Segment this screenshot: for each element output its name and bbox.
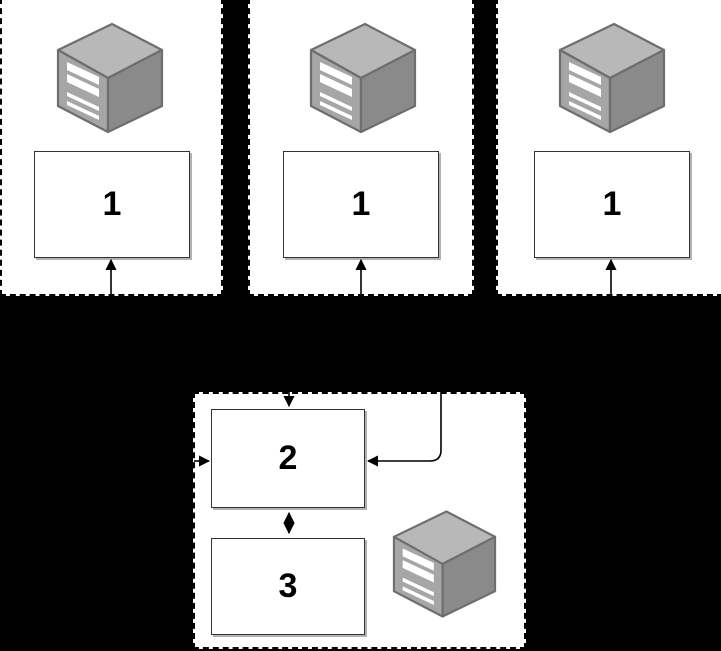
server-icon-left <box>56 22 164 134</box>
node-label: 3 <box>278 567 298 605</box>
node-1-left[interactable]: 1 <box>34 151 190 258</box>
node-label: 1 <box>602 185 622 223</box>
server-icon-bottom <box>392 508 497 620</box>
server-icon-center <box>309 22 417 134</box>
node-label: 1 <box>351 185 371 223</box>
server-icon-right <box>558 22 666 134</box>
node-label: 2 <box>278 439 298 477</box>
node-1-right[interactable]: 1 <box>534 151 690 258</box>
node-3[interactable]: 3 <box>211 538 365 635</box>
node-label: 1 <box>102 185 122 223</box>
node-1-center[interactable]: 1 <box>283 151 439 258</box>
node-2[interactable]: 2 <box>211 409 365 508</box>
